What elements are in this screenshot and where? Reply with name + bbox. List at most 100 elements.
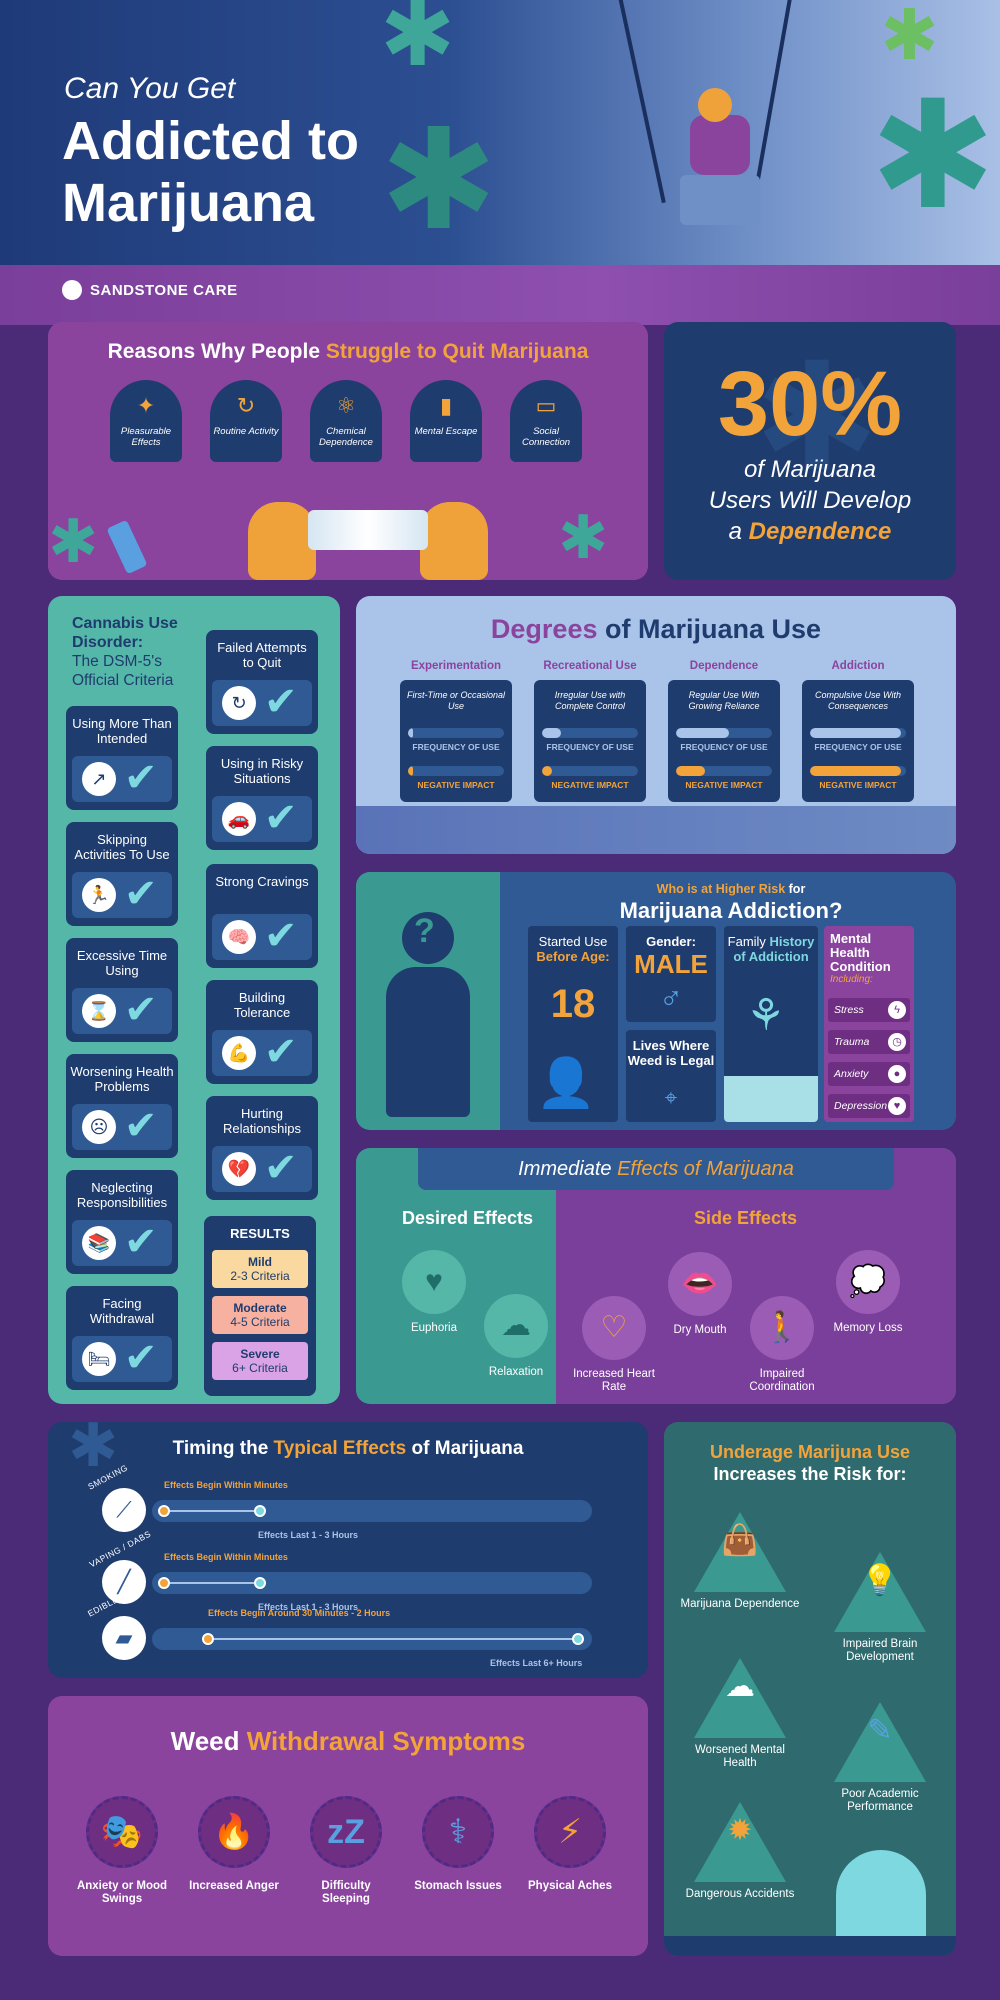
door-icon: ▮ <box>439 393 453 418</box>
family-tree-icon: ⚘ <box>746 991 786 1040</box>
check-icon: ✔ <box>124 1220 158 1264</box>
criterion-card: Worsening Health Problems☹✔ <box>66 1054 178 1158</box>
impact-fill <box>676 766 705 776</box>
runner-icon: 🏃 <box>82 878 116 912</box>
frequency-label: FREQUENCY OF USE <box>546 742 634 752</box>
page-title: Addicted to Marijuana <box>62 111 359 233</box>
rolling-paper <box>308 510 428 550</box>
risk-gender-value: MALE <box>634 949 708 979</box>
lightbulb-icon: 💡 <box>861 1564 899 1597</box>
reason-card: ⚛Chemical Dependence <box>310 380 382 462</box>
frequency-fill <box>408 728 413 738</box>
criterion-card: Hurting Relationships💔✔ <box>206 1096 318 1200</box>
swing-rope <box>618 0 666 204</box>
timing-last: Effects Last 1 - 3 Hours <box>258 1530 359 1540</box>
degree-name: Recreational Use <box>543 660 637 672</box>
impact-bar <box>408 766 504 776</box>
sleep-cloud-icon: ☁ <box>484 1294 548 1358</box>
reason-label: Social Connection <box>521 426 571 448</box>
check-icon: ✔ <box>264 680 298 724</box>
effects-panel: Immediate Effects of Marijuana Desired E… <box>356 1148 956 1404</box>
criterion-card: Failed Attempts to Quit↻✔ <box>206 630 318 734</box>
brand-mark-icon <box>62 280 82 300</box>
timing-last: Effects Last 6+ Hours <box>490 1658 583 1668</box>
frequency-label: FREQUENCY OF USE <box>412 742 500 752</box>
pencil-icon: ✎ <box>867 1714 893 1747</box>
cannabis-leaf-icon: ✱ <box>754 333 880 501</box>
effect-item: ☁Relaxation <box>466 1294 566 1379</box>
check-icon: ✔ <box>124 988 158 1032</box>
title-small: Can You Get <box>64 72 236 105</box>
drops-icon: ● <box>888 1065 906 1083</box>
people-icon: 👤 <box>536 1057 596 1110</box>
mental-item: Anxiety● <box>828 1062 910 1086</box>
books-icon: 📚 <box>82 1226 116 1260</box>
reason-label: Chemical Dependence <box>319 426 373 448</box>
criterion-card: Facing Withdrawal🛏✔ <box>66 1286 178 1390</box>
underage-risk-item: ☁Worsened Mental Health <box>680 1658 800 1770</box>
frequency-fill <box>542 728 562 738</box>
thought-bubble-icon: 💭 <box>836 1250 900 1314</box>
smoke-band <box>356 806 956 854</box>
underage-risk-item: ✹Dangerous Accidents <box>680 1802 800 1901</box>
hand-right <box>420 502 488 580</box>
degree-name: Addiction <box>831 660 885 672</box>
mental-item: Depression♥ <box>828 1094 910 1118</box>
flame-icon: 🔥 <box>198 1796 270 1868</box>
risk-family-card: Family History of Addiction ⚘ <box>724 926 818 1122</box>
degree-name: Dependence <box>689 660 759 672</box>
impact-fill <box>810 766 902 776</box>
refresh-icon: ↻ <box>236 393 256 418</box>
vape-pen-icon: ╱ <box>102 1560 146 1604</box>
stat-panel: ✱ 30% of Marijuana Users Will Develop a … <box>664 322 956 580</box>
effect-item: ♡Increased Heart Rate <box>564 1296 664 1394</box>
reason-label: Pleasurable Effects <box>120 426 172 448</box>
risk-legal-card: Lives Where Weed is Legal ⌖ <box>626 1030 716 1122</box>
frequency-bar <box>676 728 772 738</box>
degree-desc: Irregular Use with Complete Control <box>554 690 626 711</box>
effect-item: ♥Euphoria <box>384 1250 484 1335</box>
risk-panel: ? Who is at Higher Risk for Marijuana Ad… <box>356 872 956 1130</box>
swinging-person-head <box>698 88 732 122</box>
heart-swirl-icon: ♥ <box>402 1250 466 1314</box>
bolt-icon: ϟ <box>888 1001 906 1019</box>
criterion-card: Skipping Activities To Use🏃✔ <box>66 822 178 926</box>
swinging-person <box>690 115 750 175</box>
underage-title: Underage Marijuna Use <box>709 1442 911 1462</box>
effect-item: 💭Memory Loss <box>818 1250 918 1335</box>
timing-end-dot <box>254 1577 266 1589</box>
hands-rolling-joint <box>248 492 488 580</box>
explosion-icon: ✹ <box>727 1814 753 1847</box>
chart-icon: ↗ <box>82 762 116 796</box>
hourglass-icon: ⌛ <box>82 994 116 1028</box>
risk-heading: Marijuana Addiction? <box>619 898 843 923</box>
stat-text: of Marijuana Users Will Develop a Depend… <box>708 456 912 545</box>
impact-fill <box>542 766 552 776</box>
frequency-bar <box>408 728 504 738</box>
frequency-fill <box>676 728 729 738</box>
reason-label: Routine Activity <box>213 426 279 437</box>
reason-card: ▭Social Connection <box>510 380 582 462</box>
timing-row: EDIBLES ▰ Effects Begin Around 30 Minute… <box>48 1591 648 1672</box>
risk-gender-card: Gender: MALE ♂ <box>626 926 716 1022</box>
impact-label: NEGATIVE IMPACT <box>551 780 629 790</box>
underage-risk-item: 👜Marijuana Dependence <box>680 1512 800 1611</box>
criterion-card: Neglecting Responsibilities📚✔ <box>66 1170 178 1274</box>
withdrawal-item: 🔥Increased Anger <box>184 1796 284 1893</box>
heart-icon: ♥ <box>888 1097 906 1115</box>
timing-start-dot <box>202 1633 214 1645</box>
clock-icon: ◷ <box>888 1033 906 1051</box>
timing-end-dot <box>572 1633 584 1645</box>
question-mark-icon: ? <box>414 912 435 950</box>
brand-logo: SANDSTONE CARE <box>62 280 238 300</box>
person-silhouette <box>386 967 470 1117</box>
reasons-panel: Reasons Why People Struggle to Quit Mari… <box>48 322 648 580</box>
frequency-label: FREQUENCY OF USE <box>680 742 768 752</box>
reason-card: ▮Mental Escape <box>410 380 482 462</box>
cannabis-leaf-icon: ✱ <box>880 0 939 74</box>
withdrawal-title: Weed Withdrawal Symptoms <box>170 1726 526 1756</box>
impact-label: NEGATIVE IMPACT <box>417 780 495 790</box>
degrees-panel: Degrees of Marijuana Use Experimentation… <box>356 596 956 854</box>
